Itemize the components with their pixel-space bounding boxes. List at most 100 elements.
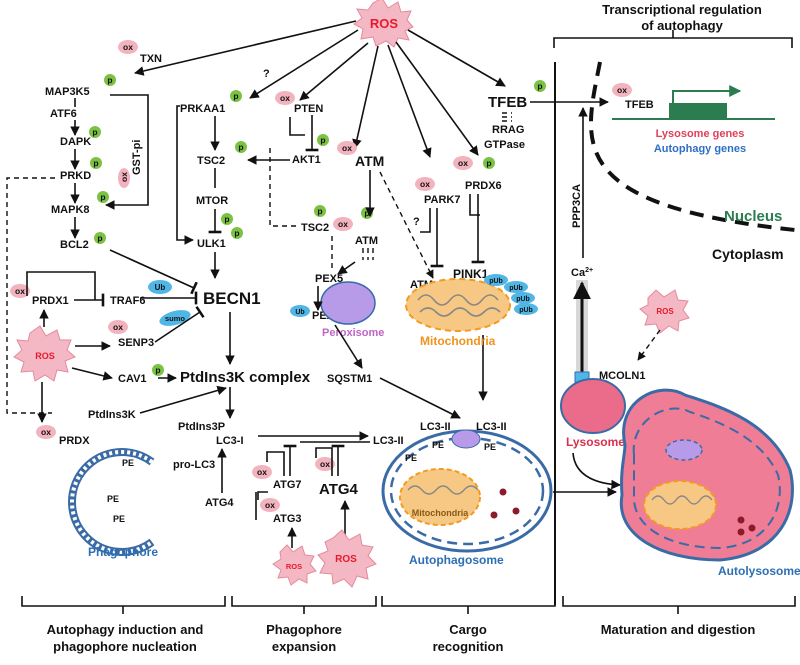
autophagy-genes-label: Autophagy genes (654, 143, 746, 155)
becn1-label: BECN1 (203, 289, 261, 308)
ros-top-label: ROS (370, 16, 399, 31)
p-tag-atm2: p (361, 207, 373, 219)
ros-top-arrows (134, 20, 506, 158)
ox-tag-prkd: ox (118, 168, 130, 188)
park7-label: PARK7 (424, 194, 460, 206)
svg-text:ox: ox (342, 143, 352, 153)
autophagosome-label: Autophagosome (409, 553, 504, 567)
ptdins3k-complex-label: PtdIns3K complex (180, 369, 311, 386)
p-tag-prdx6: p (483, 157, 495, 169)
tfeb-dots (502, 112, 512, 122)
svg-text:p: p (100, 192, 105, 202)
svg-text:Ub: Ub (155, 283, 166, 292)
stage-3-line2: recognition (433, 639, 504, 654)
prkaa1-label: PRKAA1 (180, 103, 225, 115)
svg-text:ROS: ROS (286, 562, 302, 571)
ppp3ca-label: PPP3CA (571, 184, 583, 228)
mapk8-label: MAPK8 (51, 204, 90, 216)
mitochondrion-top (405, 278, 511, 332)
p-tag-tfeb: p (534, 80, 546, 92)
svg-text:p: p (234, 228, 239, 238)
tsc2b-label: TSC2 (301, 222, 329, 234)
svg-text:ox: ox (265, 500, 275, 510)
phagophore-shape (68, 448, 155, 556)
stage-1-line2: phagophore nucleation (53, 639, 197, 654)
pe-label-ap-2: PE (432, 440, 444, 450)
mtor-label: MTOR (196, 195, 228, 207)
question-mark-1: ? (263, 68, 270, 80)
ptdins3p-label: PtdIns3P (178, 421, 225, 433)
p-tag-prkd: p (90, 157, 102, 169)
ox-tag-atg4b: ox (315, 457, 335, 471)
lc3-2a-label: LC3-II (420, 421, 451, 433)
svg-text:ROS: ROS (335, 554, 357, 565)
autolysosome-label: Autolysosome (718, 564, 800, 578)
nucleus-label: Nucleus (724, 208, 782, 225)
lysosome-genes-label: Lysosome genes (656, 128, 745, 140)
cav1-label: CAV1 (118, 373, 147, 385)
svg-text:ROS: ROS (35, 351, 55, 361)
svg-text:p: p (233, 91, 238, 101)
pro-lc3-label: pro-LC3 (173, 459, 215, 471)
ox-tag-prdx: ox (36, 425, 56, 439)
mcoln1-label: MCOLN1 (599, 370, 645, 382)
pten-label: PTEN (294, 103, 323, 115)
svg-text:ox: ox (257, 467, 267, 477)
pe-label-phag-1: PE (122, 458, 134, 468)
svg-text:ox: ox (320, 459, 330, 469)
peroxisome-label: Peroxisome (322, 327, 384, 339)
ox-tag-atg7: ox (252, 465, 272, 479)
left-column-arrows (6, 94, 198, 414)
lc3-2b-label: LC3-II (476, 421, 507, 433)
svg-text:pUb: pUb (519, 307, 533, 314)
prdx-label: PRDX (59, 435, 90, 447)
svg-text:ox: ox (15, 286, 25, 296)
svg-text:p: p (107, 75, 112, 85)
ulk1-label: ULK1 (197, 238, 226, 250)
ros-bottom-large: ROS (317, 529, 377, 588)
svg-text:pUb: pUb (509, 285, 523, 292)
lc3-2-label: LC3-II (373, 435, 404, 447)
ox-tag-park7: ox (415, 177, 435, 191)
ox-tag-txn: ox (118, 40, 138, 54)
svg-text:Ub: Ub (295, 309, 304, 316)
svg-text:ox: ox (123, 42, 133, 52)
pex5-label: PEX5 (315, 273, 343, 285)
p-tag-ulk1-b: p (231, 227, 243, 239)
nucleus-region: Nucleus Cytoplasm Transcriptional regula… (553, 2, 796, 262)
svg-text:p: p (486, 158, 491, 168)
svg-text:p: p (224, 214, 229, 224)
prdx1-label: PRDX1 (32, 295, 69, 307)
svg-text:p: p (320, 135, 325, 145)
lysosome-label: Lysosome (566, 435, 625, 449)
atm-label: ATM (355, 153, 384, 169)
question-mark-2: ? (413, 216, 420, 228)
atm2-label: ATM (355, 235, 378, 247)
ros-left: ROS (13, 325, 76, 382)
svg-text:ox: ox (338, 219, 348, 229)
mito-inside-label: Mitochondria (412, 508, 469, 518)
ox-tag-prdx6: ox (453, 156, 473, 170)
mitochondria-label: Mitochondria (420, 334, 496, 348)
map3k5-label: MAP3K5 (45, 86, 90, 98)
svg-text:ox: ox (113, 322, 123, 332)
lc3-1-label: LC3-I (216, 435, 244, 447)
ox-tag-atm: ox (337, 141, 357, 155)
mid-left-arrows (176, 105, 319, 279)
svg-text:ROS: ROS (656, 307, 674, 316)
sumo-tag: sumo (159, 310, 191, 326)
p-tag-cav1: p (152, 364, 164, 376)
svg-text:sumo: sumo (165, 314, 185, 323)
p-tag-prkaa1: p (230, 90, 242, 102)
ub-tag-traf6: Ub (148, 280, 172, 294)
akt1-label: AKT1 (292, 154, 321, 166)
senp3-label: SENP3 (118, 337, 154, 349)
traf6-label: TRAF6 (110, 295, 145, 307)
p-tag-bcl2: p (94, 232, 106, 244)
prdx6-label: PRDX6 (465, 180, 502, 192)
atg4-label: ATG4 (205, 497, 234, 509)
lysosome-shape (560, 378, 626, 434)
ros-mcoln1: ROS (639, 289, 690, 334)
bcl2-label: BCL2 (60, 239, 89, 251)
